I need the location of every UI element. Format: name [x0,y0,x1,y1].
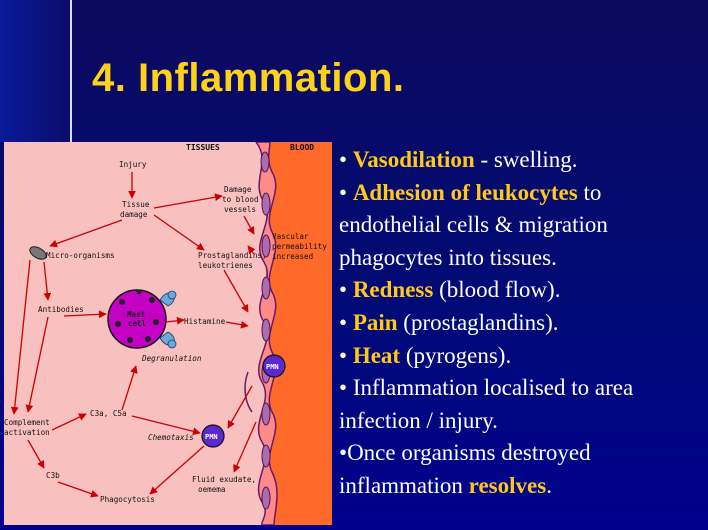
label-pmn-tissue: PMN [205,433,218,441]
bullet-line: •Once organisms destroyed [339,440,591,466]
label-vascular-3: increased [272,252,313,261]
label-micro-organisms: Micro-organisms [46,251,115,260]
label-mast-cell-1: Mast [127,310,145,319]
pmn-tissue-cell: PMN [201,424,225,448]
label-pmn-blood: PMN [266,363,279,371]
bullet-line: • Adhesion of leukocytes to [339,179,602,205]
label-c3b: C3b [46,471,60,480]
label-damage-vessels-3: vessels [224,205,256,214]
micro-organism-icon [29,246,47,260]
label-c3a-c5a: C3a, C5a [90,409,127,418]
bullet-line: • Vasodilation - swelling. [339,147,578,172]
bullet-list: • Vasodilation - swelling. • Adhesion of… [339,144,704,503]
label-phagocytosis: Phagocytosis [100,495,155,504]
bullet-line: phagocytes into tissues. [339,244,557,270]
label-histamine: Histamine [184,317,226,326]
label-fluid-2: oemema [198,485,225,494]
bullet-line: infection / injury. [339,407,498,433]
bullet-line: • Inflammation localised to area [339,375,634,401]
blood-region [266,142,332,525]
label-prostaglandins-2: leukotrienes [198,261,253,270]
antibody-receptor-icons [159,290,177,349]
label-damage-vessels-1: Damage [224,185,252,194]
bullet-line: endothelial cells & migration [339,212,608,238]
label-fluid-1: Fluid exudate, [192,475,256,484]
endothelial-cells [260,151,271,510]
pmn-blood-cell: PMN [244,354,286,413]
label-prostaglandins-1: Prostaglandins, [198,251,267,260]
mast-cell: Mast cell [107,289,167,349]
label-complement-2: activation [4,428,50,437]
label-tissue-damage-2: damage [120,210,148,219]
label-tissue-damage-1: Tissue [122,200,150,209]
bullet-line: • Redness (blood flow). [339,277,561,303]
slide-title: 4. Inflammation. [92,56,405,100]
pathway-arrows [10,172,257,498]
label-chemotaxis: Chemotaxis [148,433,194,442]
bullet-line: • Heat (pyrogens). [339,342,512,368]
label-vascular-1: Vascular [272,232,309,241]
label-vascular-2: permeability [272,242,327,251]
title-accent-bar [0,0,72,142]
label-complement-1: Complement [4,418,50,427]
label-injury: Injury [119,160,147,169]
label-degranulation: Degranulation [141,354,202,363]
inflammation-diagram: TISSUES BLOOD Injury Tissue damage Damag… [4,142,332,525]
bullet-line: inflammation resolves. [339,472,552,498]
header-tissues: TISSUES [186,143,220,152]
bullet-line: • Pain (prostaglandins). [339,309,559,335]
header-blood: BLOOD [290,143,314,152]
label-damage-vessels-2: to blood [222,195,259,204]
label-mast-cell-2: cell [128,319,146,328]
label-antibodies: Antibodies [38,305,84,314]
